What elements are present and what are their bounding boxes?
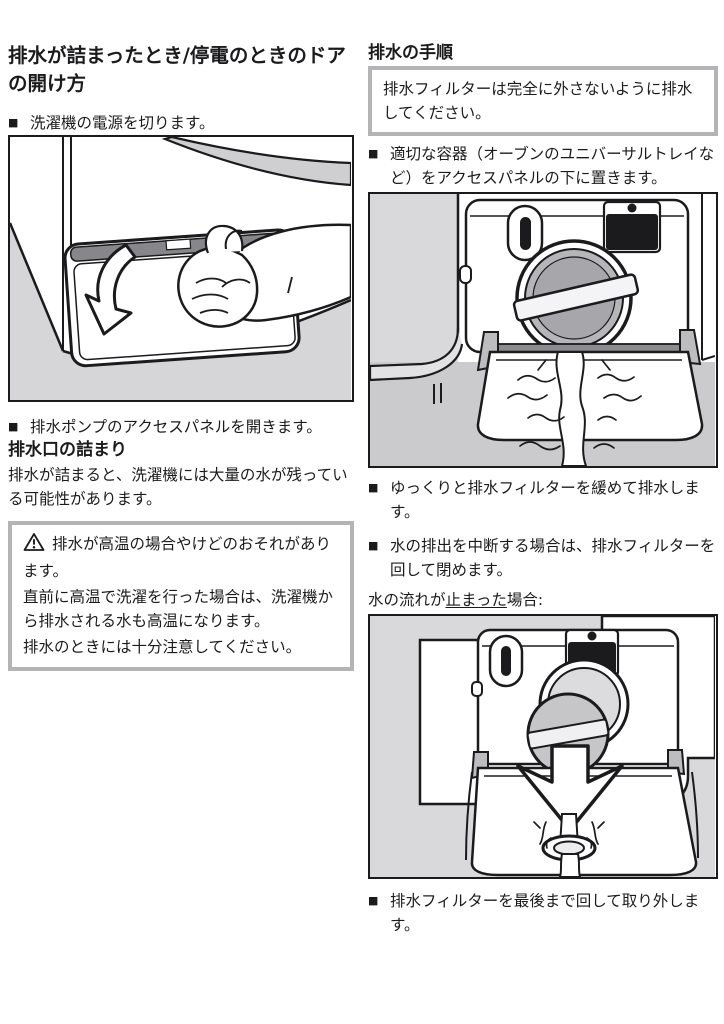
step-loosen-filter: ゆっくりと排水フィルターを緩めて排水します。 [390, 478, 700, 521]
list-item: ■ 排水フィルターを最後まで回して取り外します。 [368, 889, 718, 937]
warning-text-2: 直前に高温で洗濯を行った場合は、洗濯機から排水される水も高温になります。 [23, 588, 334, 630]
list-item: ■ ゆっくりと排水フィルターを緩めて排水します。 [368, 476, 718, 524]
section-title-drain-procedure: 排水の手順 [368, 43, 453, 63]
warning-box: 排水が高温の場合やけどのおそれがあります。 直前に高温で洗濯を行った場合は、洗濯… [8, 521, 354, 671]
step-open-panel: 排水ポンプのアクセスパネルを開きます。 [30, 418, 322, 437]
warning-line-1: 排水が高温の場合やけどのおそれがあります。 [23, 532, 339, 583]
paragraph-drain-clog: 排水が詰まると、洗濯機には大量の水が残っている可能性があります。 [8, 466, 348, 509]
flow-stopped-line: 水の流れが止まった場合: [368, 588, 718, 612]
drain-filter-removal-illustration [370, 615, 715, 877]
subheading-drain-clog: 排水口の詰まり [8, 440, 127, 461]
step-power-off: 洗濯機の電源を切ります。 [30, 114, 215, 133]
bullet-marker: ■ [368, 538, 379, 552]
bullet-marker: ■ [368, 893, 379, 907]
bullet-marker: ■ [368, 146, 379, 160]
figure-filter-draining [368, 191, 718, 468]
bullet-marker: ■ [8, 116, 19, 130]
flow-stopped-suffix: 場合: [506, 590, 544, 609]
list-item: ■ 排水ポンプのアクセスパネルを開きます。 [8, 415, 354, 439]
list-item: ■ 水の排出を中断する場合は、排水フィルターを回して閉めます。 [368, 534, 718, 582]
step-place-container: 適切な容器（オーブンのユニバーサルトレイなど）をアクセスパネルの下に置きます。 [390, 144, 715, 187]
flow-stopped-underlined: 止まった [445, 590, 507, 609]
step-interrupt-drain: 水の排出を中断する場合は、排水フィルターを回して閉めます。 [390, 536, 716, 579]
figure-filter-removal [368, 613, 718, 879]
warning-text-3: 排水のときには十分注意してください。 [23, 638, 302, 657]
section-title-door-opening: 排水が詰まったとき/停電のときのドアの開け方 [8, 44, 346, 95]
drain-filter-water-illustration [370, 193, 715, 466]
left-column: 排水が詰まったとき/停電のときのドアの開け方 ■ 洗濯機の電源を切ります。 [8, 42, 354, 671]
bullet-marker: ■ [8, 420, 19, 434]
warning-text-1: 排水が高温の場合やけどのおそれがあります。 [23, 535, 332, 580]
right-column: 排水の手順 排水フィルターは完全に外さないように排水してください。 ■ 適切な容… [368, 42, 718, 937]
warning-icon [23, 532, 45, 560]
bullet-marker: ■ [368, 480, 379, 494]
figure-open-access-panel [8, 135, 354, 403]
list-item: ■ 洗濯機の電源を切ります。 [8, 111, 354, 135]
washer-access-panel-hand-illustration [10, 137, 351, 401]
list-item: ■ 適切な容器（オーブンのユニバーサルトレイなど）をアクセスパネルの下に置きます… [368, 142, 718, 190]
step-remove-filter: 排水フィルターを最後まで回して取り外します。 [390, 891, 700, 934]
note-box: 排水フィルターは完全に外さないように排水してください。 [368, 65, 718, 136]
flow-stopped-prefix: 水の流れが [368, 590, 446, 609]
note-text: 排水フィルターは完全に外さないように排水してください。 [383, 79, 693, 122]
